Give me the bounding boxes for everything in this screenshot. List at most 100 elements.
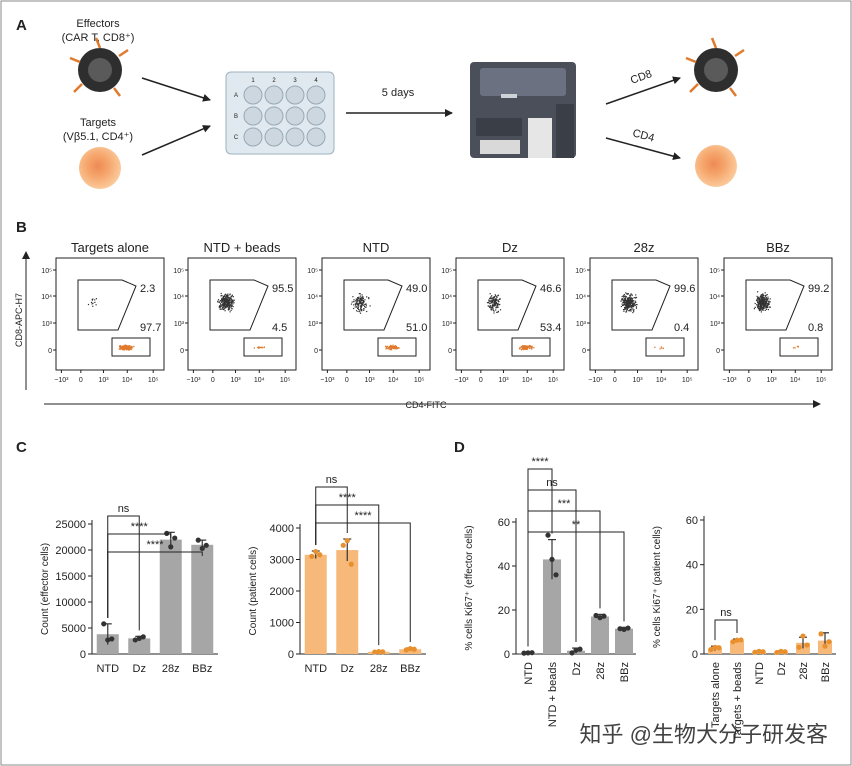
y-tick-label: 10⁴: [173, 294, 184, 301]
cd8-event: [757, 302, 759, 304]
cd8-event: [758, 298, 760, 300]
cd8-event: [360, 303, 363, 305]
cd4-event: [122, 349, 124, 351]
plate-well: [306, 85, 326, 105]
cd8-event: [218, 301, 220, 303]
target-cell-icon: [79, 147, 121, 189]
cd8-event: [631, 304, 633, 307]
cd8-event: [225, 296, 227, 298]
cd4-event: [523, 347, 525, 349]
cd8-event: [492, 303, 494, 305]
cd8-event: [492, 309, 494, 311]
panel-a-letter: A: [16, 17, 27, 34]
cd8-event: [633, 309, 635, 311]
cd8-event: [226, 294, 228, 296]
data-point: [756, 648, 762, 654]
cd8-event: [357, 307, 359, 309]
cd8-event: [495, 302, 497, 304]
y-tick-label: 0: [692, 649, 698, 661]
bar: [191, 544, 214, 654]
cd8-gate: [77, 279, 137, 331]
cd8-gate: [209, 279, 269, 331]
cd8-event: [762, 300, 764, 302]
cd8-event: [623, 310, 625, 312]
cd8-event: [628, 298, 630, 300]
cd8-event: [635, 307, 638, 309]
cd8-event: [354, 303, 356, 305]
y-tick-label: 0: [80, 649, 86, 661]
cd8-event: [620, 305, 622, 308]
y-axis-label: Count (effector cells): [40, 543, 51, 635]
cd8-event: [353, 299, 355, 301]
data-point: [822, 643, 828, 649]
cd8-event: [226, 299, 228, 301]
cd8-event: [92, 305, 94, 307]
significance-label: ns: [326, 474, 338, 486]
cd4-event: [257, 346, 260, 348]
cd8-event: [769, 301, 771, 303]
y-tick-label: 10³: [710, 321, 721, 328]
cd8-event: [761, 302, 763, 304]
cd4-event: [528, 347, 531, 350]
cd8-event: [217, 301, 219, 303]
cd8-event: [496, 303, 499, 305]
y-tick-label: 40: [686, 560, 698, 572]
y-tick-label: 10⁴: [307, 294, 318, 301]
x-tick-label: Targets alone: [710, 662, 722, 728]
cd8-event: [767, 296, 769, 298]
cd8-event: [765, 296, 767, 298]
cd8-event: [362, 297, 364, 299]
x-tick-label: 10³: [364, 377, 375, 384]
cd8-event: [490, 300, 492, 302]
cd8-event: [231, 304, 233, 306]
cd8-event: [628, 309, 631, 311]
cd8-event: [95, 298, 97, 300]
cd8-event: [90, 301, 93, 303]
cd8-event: [360, 297, 363, 299]
cd8-event: [760, 306, 762, 308]
cd8-event: [356, 301, 358, 303]
cd8-event: [355, 310, 358, 312]
y-tick-label: 0: [448, 348, 452, 355]
cd4-event: [126, 348, 128, 350]
significance-label: ns: [546, 477, 558, 489]
y-tick-label: 60: [686, 515, 698, 527]
cd8-event: [627, 299, 629, 301]
plate-well: [306, 127, 326, 147]
cd8-event: [489, 303, 491, 305]
cd8-event: [220, 295, 222, 297]
cd8-event: [220, 300, 222, 302]
cd8-event: [763, 297, 766, 299]
data-point: [132, 637, 138, 643]
cd8-event: [489, 306, 491, 308]
cd8-event: [360, 300, 362, 302]
data-point: [109, 636, 115, 642]
cd4-gate-percent: 53.4: [540, 322, 561, 334]
cd8-event: [232, 303, 234, 305]
cd8-event: [221, 299, 224, 301]
cd4-event: [659, 348, 661, 350]
cd8-event: [632, 303, 634, 306]
cd8-event: [230, 302, 232, 304]
significance-bracket: [527, 510, 601, 647]
cd8-event: [633, 310, 635, 312]
cd8-event: [233, 302, 235, 304]
data-point: [105, 637, 111, 643]
x-tick-label: −10³: [454, 377, 469, 384]
cd8-event: [765, 306, 767, 308]
cd8-event: [362, 297, 364, 299]
cd4-event: [263, 346, 265, 348]
cd8-event: [221, 298, 223, 300]
cd8-event: [491, 301, 493, 303]
cd8-event: [632, 307, 634, 309]
cd8-event: [497, 311, 499, 313]
cd4-event: [530, 348, 533, 350]
cd8-event: [364, 306, 366, 308]
cd8-event: [625, 311, 627, 313]
data-point: [804, 642, 810, 648]
flow-plot-frame: [321, 257, 431, 371]
cd8-event: [627, 304, 629, 306]
cd8-event: [629, 304, 631, 306]
